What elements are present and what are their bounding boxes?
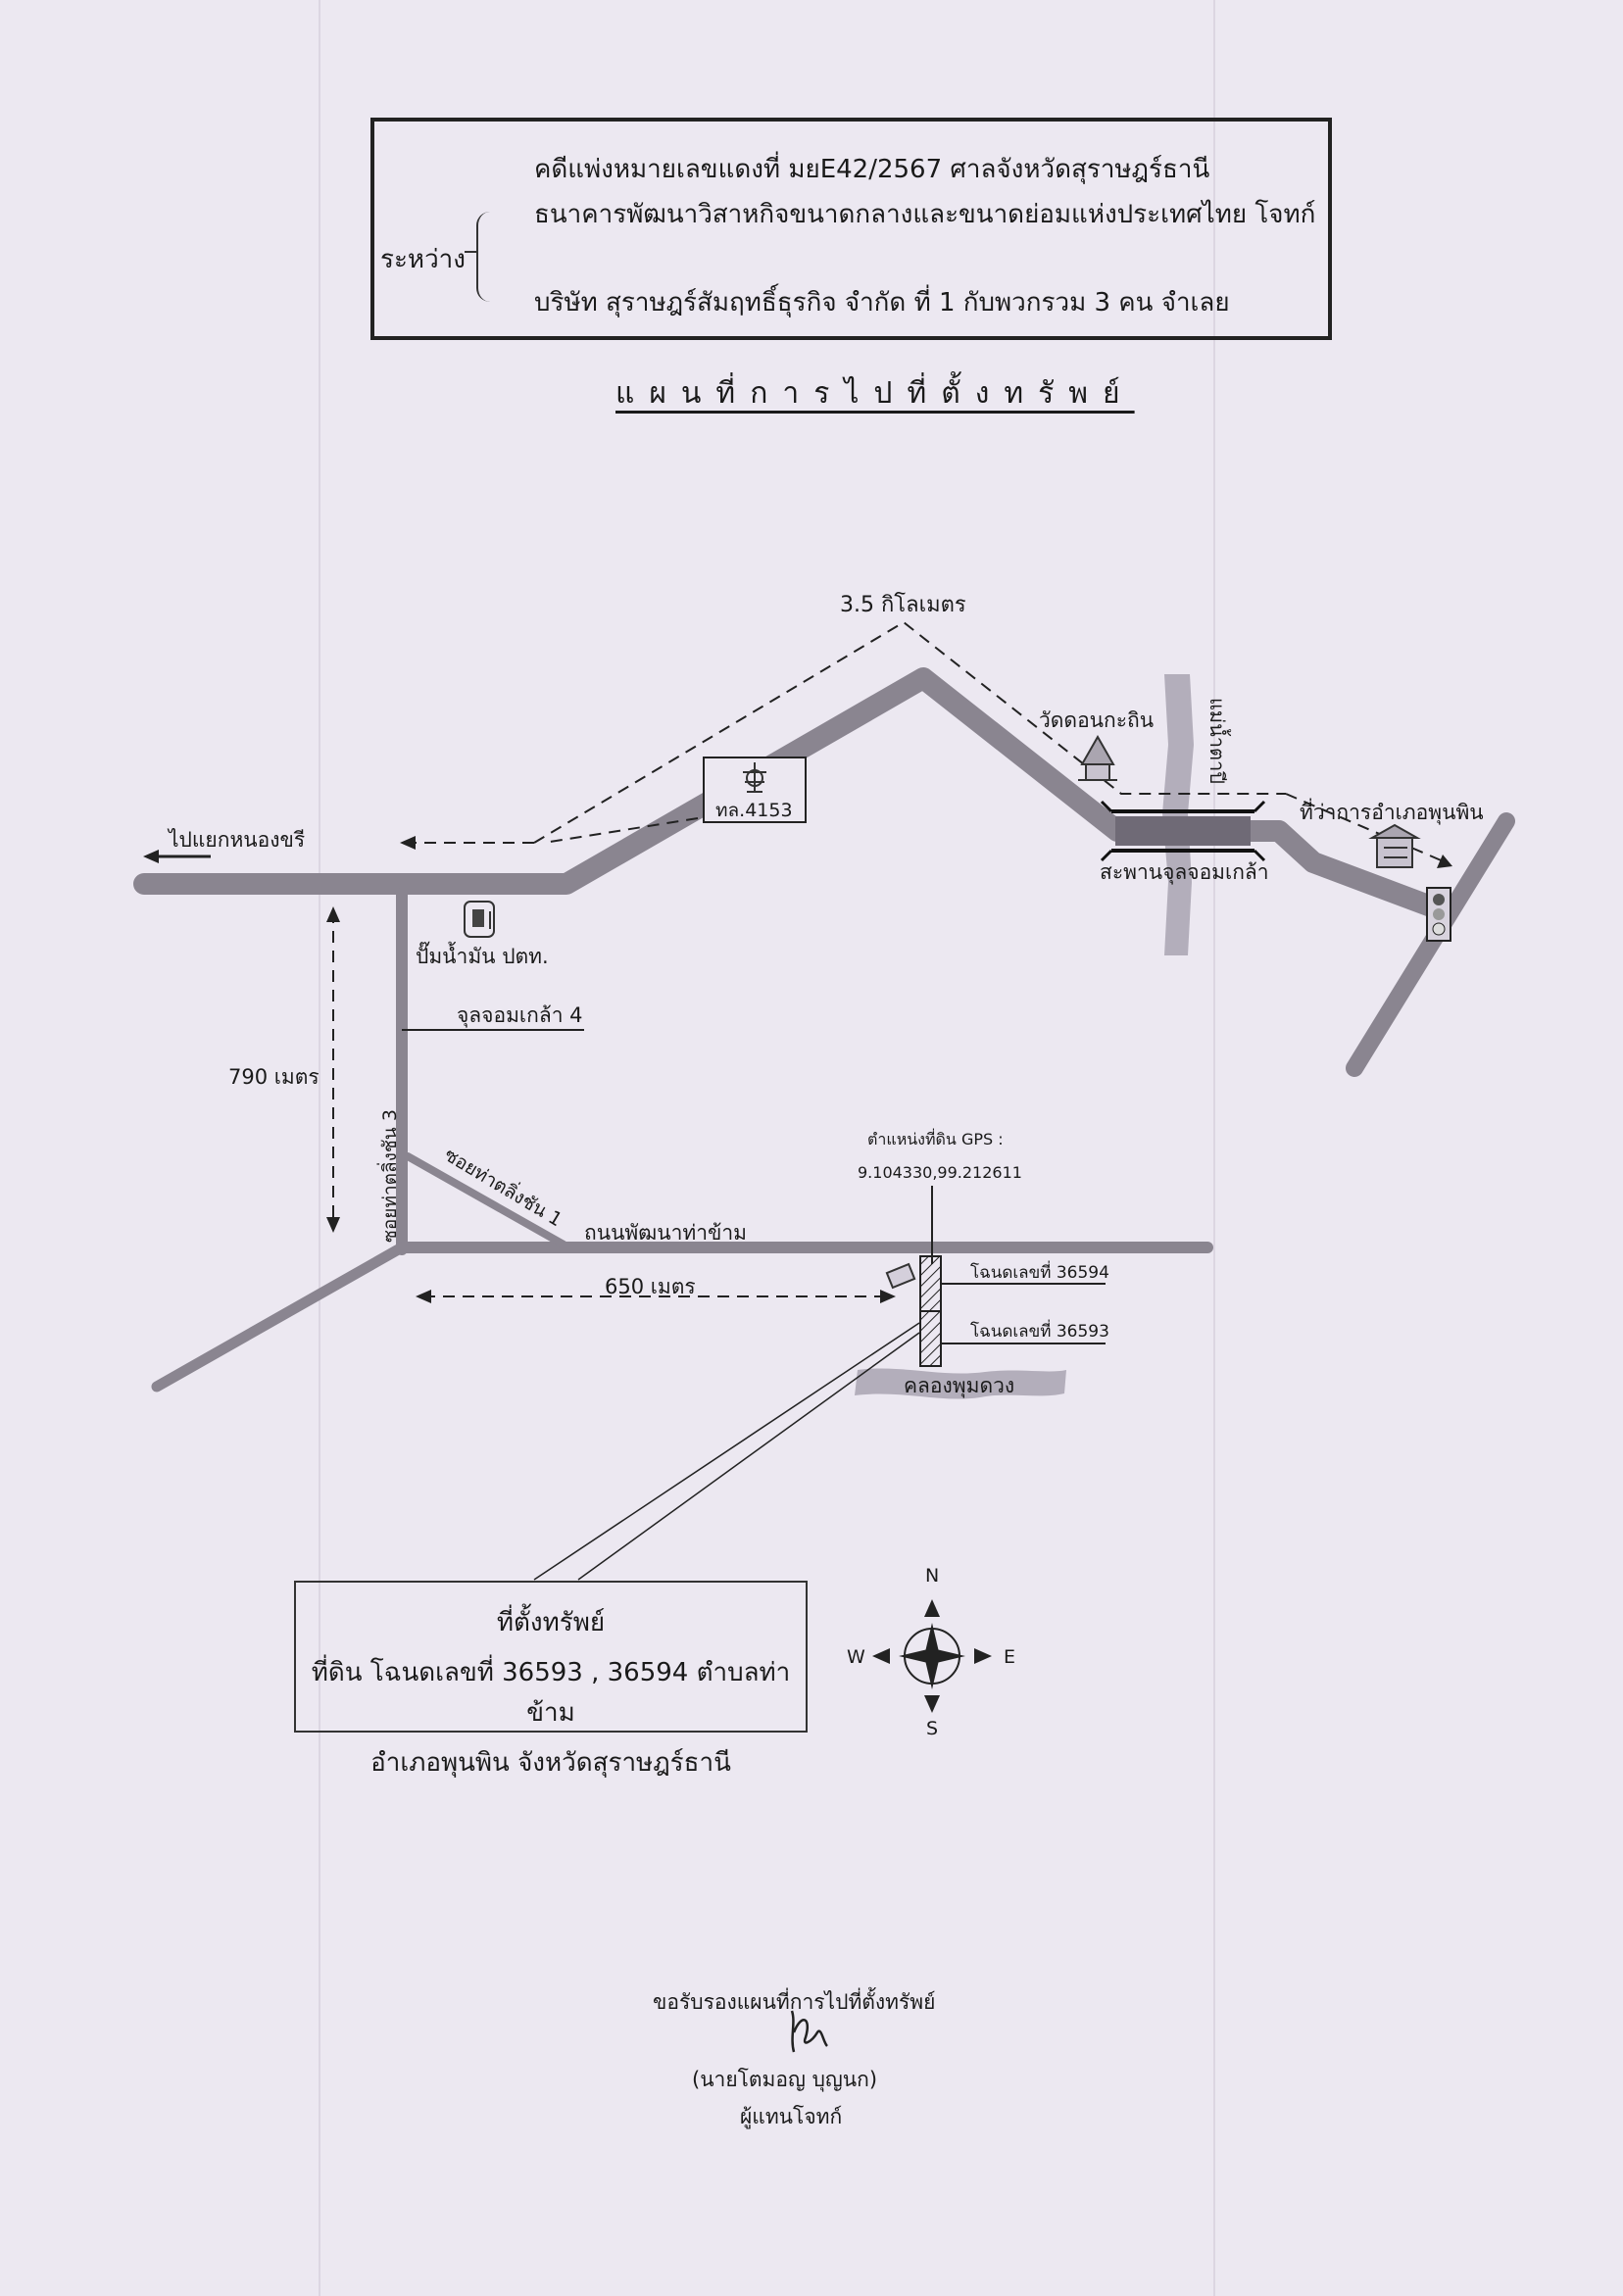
arrow-heads <box>326 836 1452 1303</box>
case-header-box <box>370 118 1332 340</box>
distance-bottom-label: 650 เมตร <box>605 1275 696 1298</box>
river-label: แม่น้ำตาปี <box>1205 698 1231 784</box>
certify-text: ขอรับรองแผนที่การไปที่ตั้งทรัพย์ <box>653 1990 936 2014</box>
case-number-line: คดีแพ่งหมายเลขแดงที่ มยE42/2567 ศาลจังหว… <box>534 155 1210 184</box>
to-junction-arrow <box>143 850 211 863</box>
district-office-icon <box>1368 823 1421 868</box>
roads <box>133 667 1515 1392</box>
property-title: ที่ตั้งทรัพย์ <box>496 1608 606 1637</box>
highway-sign-label: ทล.4153 <box>715 800 793 821</box>
to-junction-label: ไปแยกหนองขรี <box>167 828 305 852</box>
dashed-route <box>332 620 1447 1297</box>
district-office-label: ที่ว่าการอำเภอพุนพิน <box>1300 798 1484 825</box>
property-line-1: ที่ดิน โฉนดเลขที่ 36593 , 36594 ตำบลท่าข… <box>311 1658 791 1728</box>
pattana-road-label: ถนนพัฒนาท่าข้าม <box>584 1221 747 1245</box>
representative-role: ผู้แทนโจทก์ <box>740 2105 843 2128</box>
temple-label: วัดดอนกะถิน <box>1039 708 1154 732</box>
brace-symbol <box>476 212 500 302</box>
compass-s-label: S <box>926 1718 938 1739</box>
soi-3-label: ซอยท่าตลิ่งชัน 3 <box>376 1109 401 1243</box>
map-title: แผนที่การไปที่ตั้งทรัพย์ <box>615 376 1135 411</box>
land-plot <box>919 1255 942 1367</box>
defendant-line: บริษัท สุราษฎร์สัมฤทธิ์ธุรกิจ จำกัด ที่ … <box>534 288 1230 318</box>
highway-sign <box>703 757 807 823</box>
southwest-road <box>151 1242 408 1392</box>
fold-line <box>319 0 320 2296</box>
fold-line <box>1213 0 1215 2296</box>
soi-tha-taling-chan-1 <box>404 1152 567 1248</box>
deed-36594-label: โฉนดเลขที่ 36594 <box>970 1260 1109 1283</box>
signature-mark <box>790 2010 829 2053</box>
distance-left-label: 790 เมตร <box>228 1065 320 1089</box>
gas-station-label: ปั๊มน้ำมัน ปตท. <box>416 941 549 968</box>
house-icon <box>885 1262 916 1290</box>
distance-top-label: 3.5 กิโลเมตร <box>840 592 966 617</box>
canal-shape <box>855 1368 1066 1399</box>
compass-e-label: E <box>1004 1646 1015 1668</box>
compass-n-label: N <box>925 1565 939 1587</box>
brace-tip <box>465 251 478 253</box>
plaintiff-line: ธนาคารพัฒนาวิสาหกิจขนาดกลางและขนาดย่อมแห… <box>534 200 1316 229</box>
compass-rose-icon <box>872 1599 992 1713</box>
royal-emblem-icon <box>743 762 766 793</box>
gps-title-label: ตำแหน่งที่ดิน GPS : <box>867 1128 1004 1148</box>
chulachomklao-bridge <box>1100 800 1266 862</box>
representative-name: (นายโตมอญ บุญนก) <box>692 2068 878 2091</box>
deed-36593-label: โฉนดเลขที่ 36593 <box>970 1319 1109 1342</box>
property-line-2: อำเภอพุนพิน จังหวัดสุราษฎร์ธานี <box>370 1748 731 1778</box>
river-shape <box>1162 674 1194 955</box>
district-road <box>1346 812 1515 1077</box>
property-callout-lines <box>533 1322 920 1581</box>
canal-label: คลองพุมดวง <box>904 1374 1014 1398</box>
traffic-light-icon <box>1426 887 1451 942</box>
chulachomklao-4-label: จุลจอมเกล้า 4 <box>457 1003 583 1028</box>
bridge-label: สะพานจุลจอมเกล้า <box>1100 860 1269 885</box>
gps-value-label: 9.104330,99.212611 <box>858 1163 1022 1182</box>
temple-icon <box>1078 734 1117 781</box>
compass-w-label: W <box>847 1646 865 1668</box>
between-label: ระหว่าง <box>380 245 466 274</box>
property-location-box: ที่ตั้งทรัพย์ ที่ดิน โฉนดเลขที่ 36593 , … <box>294 1581 808 1778</box>
gas-station-icon <box>464 901 495 938</box>
